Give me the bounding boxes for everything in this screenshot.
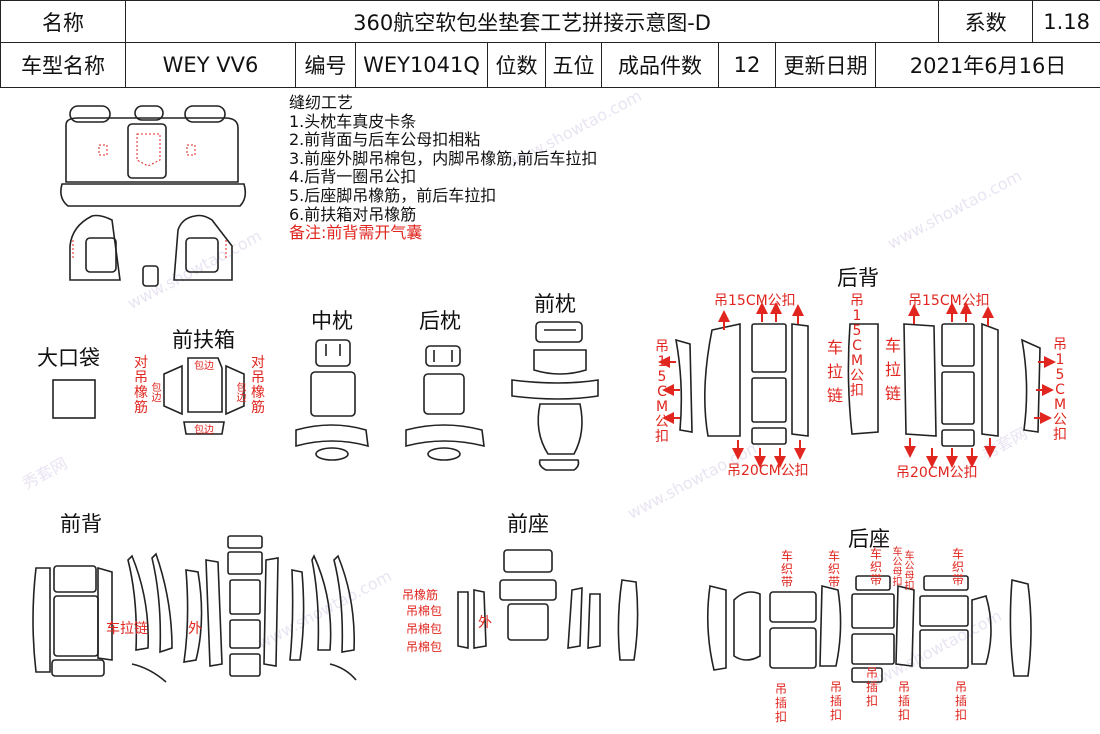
- header-table: 名称 360航空软包坐垫套工艺拼接示意图-D 系数 1.18 车型名称 WEY …: [0, 0, 1100, 88]
- label-rear-pillow: 后枕: [419, 309, 461, 333]
- rear-pillow-pieces: [405, 345, 485, 461]
- note-item: 3.前座外脚吊棉包，内脚吊橡筋,前后车拉扣: [289, 148, 598, 168]
- note-front-seat-cotton: 吊棉包: [406, 622, 443, 636]
- front-pillow-pieces: [511, 321, 599, 471]
- note-woven-belt: 车织带: [869, 547, 882, 587]
- date-value: 2021年6月16日: [874, 42, 1100, 88]
- note-front-seat-outer: 外: [478, 615, 492, 631]
- note-hang-clip: 吊插扣: [829, 680, 842, 722]
- note-item: 1.头枕车真皮卡条: [289, 111, 417, 131]
- seats-value: 五位: [545, 42, 602, 88]
- note-front-seat-cotton: 吊棉包: [406, 640, 443, 654]
- note-binding-left: 包边: [151, 383, 162, 404]
- note-hang-clip: 吊插扣: [954, 680, 967, 722]
- note-hang-elastic-right: 对吊橡筋: [251, 355, 265, 416]
- note-hang-15cm-top-left: 吊15CM公扣: [714, 293, 796, 309]
- front-seat-pieces: [457, 549, 639, 661]
- note-hang-15cm-side-left: 吊15CM公扣: [655, 339, 669, 445]
- middle-pillow-pieces: [295, 339, 369, 461]
- note-hang-15cm-top-right: 吊15CM公扣: [908, 293, 990, 309]
- coef-label: 系数: [938, 0, 1034, 43]
- note-hang-20cm-left: 吊20CM公扣: [727, 463, 809, 479]
- note-hang-clip: 吊插扣: [897, 680, 910, 722]
- note-hang-elastic-left: 对吊橡筋: [134, 355, 148, 416]
- note-male-buckle: 车公母扣: [892, 547, 903, 588]
- label-middle-pillow: 中枕: [311, 309, 353, 333]
- note-binding-bottom: 包边: [194, 425, 214, 436]
- front-armrest-pieces: [163, 357, 245, 435]
- rear-back-pieces-right: [903, 322, 1041, 447]
- note-front-seat-cotton: 吊棉包: [406, 604, 443, 618]
- note-front-back-zipper: 车拉链: [106, 621, 148, 637]
- note-item: 4.后背一圈吊公扣: [289, 167, 417, 187]
- model-value: WEY VV6: [125, 42, 296, 88]
- label-rear-back: 后背: [837, 266, 879, 290]
- label-big-pocket: 大口袋: [37, 346, 100, 370]
- sewing-notes: 缝纫工艺 1.头枕车真皮卡条 2.前背面与后车公母扣相粘 3.前座外脚吊棉包，内…: [289, 93, 598, 243]
- note-binding-right: 包边: [236, 383, 247, 404]
- overview-markings: [72, 133, 227, 258]
- date-label: 更新日期: [775, 42, 876, 88]
- label-front-seat: 前座: [507, 512, 549, 536]
- seats-label: 位数: [487, 42, 546, 88]
- note-front-seat-elastic: 吊橡筋: [402, 588, 439, 602]
- note-front-back-outer: 外: [188, 621, 202, 637]
- label-front-back: 前背: [60, 512, 102, 536]
- big-pocket-panel: [52, 379, 96, 419]
- note-hang-clip: 吊插扣: [774, 682, 787, 724]
- note-item: 6.前扶箱对吊橡筋: [289, 204, 417, 224]
- rear-back-pieces-left: [674, 323, 879, 445]
- code-label: 编号: [295, 42, 356, 88]
- note-zipper-right: 车拉链: [884, 336, 901, 403]
- notes-title: 缝纫工艺: [289, 93, 354, 112]
- note-item: 2.前背面与后车公母扣相粘: [289, 130, 481, 150]
- note-hang-20cm-right: 吊20CM公扣: [896, 465, 978, 481]
- seat-overview-illustration: [60, 105, 247, 287]
- label-front-armrest: 前扶箱: [172, 328, 235, 352]
- note-binding-top: 包边: [194, 361, 214, 372]
- label-rear-seat: 后座: [848, 527, 890, 551]
- front-back-pieces: [32, 535, 357, 683]
- note-woven-belt: 车织带: [780, 549, 793, 589]
- rear-seat-pieces: [706, 575, 1032, 683]
- label-front-pillow: 前枕: [534, 292, 576, 316]
- note-hang-clip: 吊插扣: [865, 666, 878, 708]
- notes-remark: 备注:前背需开气囊: [289, 223, 423, 243]
- note-male-buckle: 车公母扣: [904, 551, 915, 592]
- note-woven-belt: 车织带: [827, 549, 840, 589]
- note-hang-15cm-side-right: 吊15CM公扣: [1053, 337, 1067, 443]
- sheet-title: 360航空软包坐垫套工艺拼接示意图-D: [124, 0, 940, 43]
- hang-arrows: [658, 302, 1056, 468]
- code-value: WEY1041Q: [355, 42, 488, 88]
- note-woven-belt: 车织带: [951, 547, 964, 587]
- note-hang-15cm-center: 吊15CM公扣: [850, 293, 864, 399]
- pieces-label: 成品件数: [601, 42, 719, 88]
- pieces-value: 12: [718, 42, 776, 88]
- model-label: 车型名称: [0, 42, 126, 88]
- name-label: 名称: [0, 0, 126, 43]
- note-zipper-left: 车拉链: [826, 338, 843, 405]
- note-item: 5.后座脚吊橡筋，前后车拉扣: [289, 185, 497, 205]
